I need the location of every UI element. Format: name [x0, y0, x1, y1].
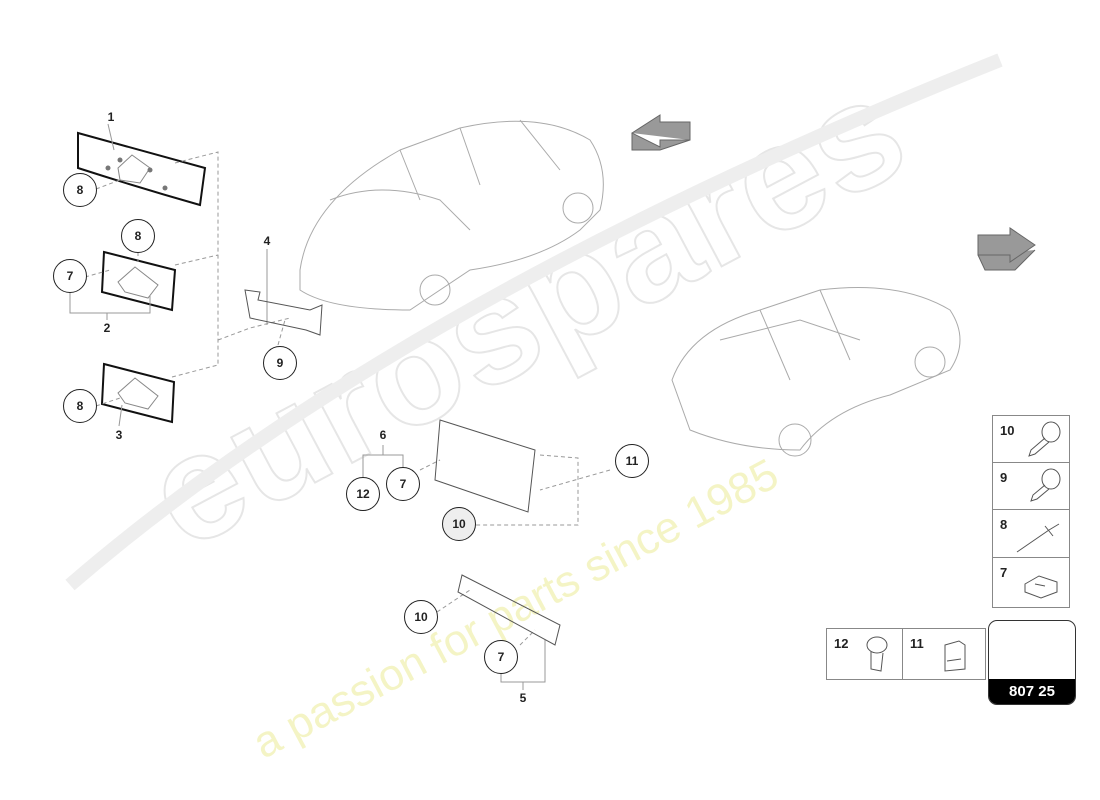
- legend-number: 7: [1000, 565, 1008, 580]
- license-plate-bracket-1: [77, 131, 207, 207]
- bracket-5: [457, 574, 561, 646]
- legend-part-9: 9: [992, 462, 1070, 511]
- callout: 8: [121, 219, 155, 253]
- callout: 8: [63, 389, 97, 423]
- bracket-4: [244, 289, 323, 336]
- car-front-view: [299, 119, 604, 311]
- clip-icon: [944, 640, 966, 672]
- callout: 12: [346, 477, 380, 511]
- part-label-1: 1: [107, 110, 115, 124]
- callout: 9: [263, 346, 297, 380]
- callout: 10: [404, 600, 438, 634]
- part-label-4: 4: [263, 234, 271, 248]
- legend-number: 9: [1000, 470, 1008, 485]
- callout: 10: [442, 507, 476, 541]
- legend-part-7: 7: [992, 557, 1070, 608]
- legend-part-11: 11: [902, 628, 986, 680]
- diagram-code: 807 25: [989, 679, 1075, 704]
- legend-part-8: 8: [992, 509, 1070, 559]
- legend-number: 10: [1000, 423, 1015, 438]
- bolt-icon: [866, 636, 888, 672]
- rivet-icon: [1016, 523, 1060, 553]
- legend-number: 12: [834, 636, 849, 651]
- diagram-code-box: 807 25: [988, 620, 1076, 705]
- direction-arrow-right-icon: [977, 227, 1036, 271]
- car-rear-view: [671, 287, 961, 457]
- callout: 7: [484, 640, 518, 674]
- legend-number: 11: [910, 636, 924, 651]
- direction-arrow-left-icon: [630, 114, 691, 151]
- legend-number: 8: [1000, 517, 1008, 532]
- clip-nut-icon: [1024, 575, 1058, 599]
- legend-part-10: 10: [992, 415, 1070, 464]
- callout: 11: [615, 444, 649, 478]
- part-label-5: 5: [519, 691, 527, 705]
- legend-part-12: 12: [826, 628, 904, 680]
- license-plate-bracket-2: [100, 250, 177, 312]
- part-label-3: 3: [115, 428, 123, 442]
- callout: 7: [386, 467, 420, 501]
- part-label-6: 6: [379, 428, 387, 442]
- screw-washer-icon: [1030, 468, 1061, 502]
- callout: 8: [63, 173, 97, 207]
- license-plate-bracket-3: [100, 362, 176, 424]
- screw-washer-icon: [1028, 421, 1061, 457]
- bracket-6: [434, 419, 536, 513]
- part-label-2: 2: [103, 321, 111, 335]
- callout: 7: [53, 259, 87, 293]
